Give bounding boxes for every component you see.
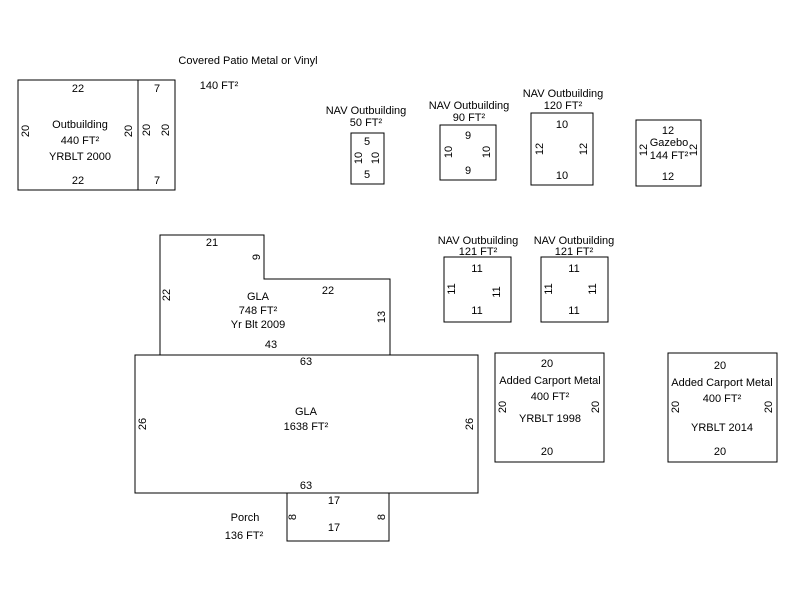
porch-dim-left: 8 [287,513,299,521]
covered-patio-area: 140 FT² [199,80,239,92]
nav-90-title: NAV Outbuilding [428,100,510,112]
gazebo-shape [635,119,702,187]
nav-50-dim-top: 5 [363,136,371,148]
nav-outbuilding-121-left-shape [443,256,512,323]
outbuilding-area: 440 FT² [60,135,100,147]
nav-121-left-dim-bottom: 11 [471,305,483,317]
nav-121-right-dim-left: 11 [543,283,555,295]
gla-1638-dim-bottom: 63 [299,480,313,492]
gazebo-dim-top: 12 [661,125,675,137]
gla-748-name: GLA [246,291,270,303]
outbuilding-dim-top: 22 [71,83,85,95]
porch-dim-bottom: 17 [327,522,341,534]
covered-patio-dim-bottom: 7 [153,175,161,187]
gazebo-dim-left: 12 [638,143,650,157]
nav-90-dim-bottom: 9 [464,165,472,177]
outbuilding-dim-left: 20 [20,124,32,138]
nav-50-dim-bottom: 5 [363,169,371,181]
covered-patio-dim-left: 20 [141,123,153,137]
gla-748-dim-bottom: 43 [264,339,278,351]
outbuilding-dim-right: 20 [123,124,135,138]
gla-748-dim-right: 13 [376,310,388,324]
carport-2014-shape [667,352,778,463]
covered-patio-dim-top: 7 [153,83,161,95]
nav-121-left-title: NAV Outbuilding [437,235,519,247]
nav-120-dim-bottom: 10 [555,170,569,182]
nav-50-dim-right: 10 [370,151,382,165]
nav-121-right-title: NAV Outbuilding [533,235,615,247]
carport-2014-name: Added Carport Metal [671,377,773,389]
outbuilding-dim-bottom: 22 [71,175,85,187]
nav-121-right-dim-top: 11 [568,263,580,275]
nav-120-title: NAV Outbuilding [522,88,604,100]
nav-121-right-dim-bottom: 11 [568,305,580,317]
carport-1998-shape [494,352,605,463]
nav-121-left-dim-left: 11 [446,283,458,295]
porch-dim-right: 8 [376,513,388,521]
gla-748-shape [159,234,391,356]
covered-patio-dim-right: 20 [160,123,172,137]
nav-121-right-area: 121 FT² [554,246,594,258]
gazebo-dim-bottom: 12 [661,171,675,183]
carport-1998-year: YRBLT 1998 [519,413,581,425]
carport-2014-dim-bottom: 20 [713,446,727,458]
nav-outbuilding-50-shape [350,132,385,185]
covered-patio-shape [137,79,176,191]
nav-50-dim-left: 10 [353,151,365,165]
nav-90-dim-right: 10 [481,145,493,159]
gla-1638-name: GLA [294,406,318,418]
outbuilding-year: YRBLT 2000 [49,151,111,163]
nav-120-area: 120 FT² [543,100,583,112]
gla-1638-area: 1638 FT² [283,421,329,433]
nav-121-left-dim-top: 11 [471,263,483,275]
porch-dim-top: 17 [327,495,341,507]
porch-name: Porch [230,512,260,524]
carport-1998-dim-right: 20 [590,400,602,414]
nav-121-left-area: 121 FT² [458,246,498,258]
nav-90-dim-left: 10 [443,145,455,159]
gazebo-dim-right: 12 [688,143,700,157]
nav-90-area: 90 FT² [452,112,486,124]
carport-1998-dim-bottom: 20 [540,446,554,458]
porch-shape [286,492,390,542]
nav-outbuilding-121-right-shape [540,256,609,323]
nav-120-dim-left: 12 [534,142,546,156]
carport-2014-dim-top: 20 [713,360,727,372]
gla-1638-dim-right: 26 [464,417,476,431]
gla-748-dim-step-top: 22 [321,285,335,297]
carport-2014-dim-left: 20 [670,400,682,414]
covered-patio-title: Covered Patio Metal or Vinyl [178,55,318,67]
nav-outbuilding-90-shape [439,124,497,181]
gla-748-dim-left: 22 [161,288,173,302]
gla-748-year: Yr Blt 2009 [230,319,286,331]
outbuilding-name: Outbuilding [52,119,108,131]
nav-50-area: 50 FT² [349,117,383,129]
carport-2014-year: YRBLT 2014 [691,422,753,434]
gla-748-dim-step-side: 9 [251,253,263,261]
nav-outbuilding-120-shape [530,112,594,186]
porch-area: 136 FT² [224,530,264,542]
nav-121-left-dim-right: 11 [491,286,503,298]
gla-748-area: 748 FT² [238,305,278,317]
nav-90-dim-top: 9 [464,130,472,142]
nav-121-right-dim-right: 11 [587,283,599,295]
gla-748-dim-top: 21 [205,237,219,249]
nav-120-dim-top: 10 [555,119,569,131]
nav-120-dim-right: 12 [578,142,590,156]
gla-1638-dim-left: 26 [137,417,149,431]
carport-1998-dim-top: 20 [540,358,554,370]
carport-1998-name: Added Carport Metal [499,375,601,387]
carport-1998-dim-left: 20 [497,400,509,414]
carport-2014-area: 400 FT² [702,393,742,405]
gazebo-name: Gazebo [649,137,689,149]
gazebo-area: 144 FT² [649,150,689,162]
gla-1638-dim-top: 63 [299,356,313,368]
carport-1998-area: 400 FT² [530,391,570,403]
carport-2014-dim-right: 20 [763,400,775,414]
nav-50-title: NAV Outbuilding [325,105,407,117]
